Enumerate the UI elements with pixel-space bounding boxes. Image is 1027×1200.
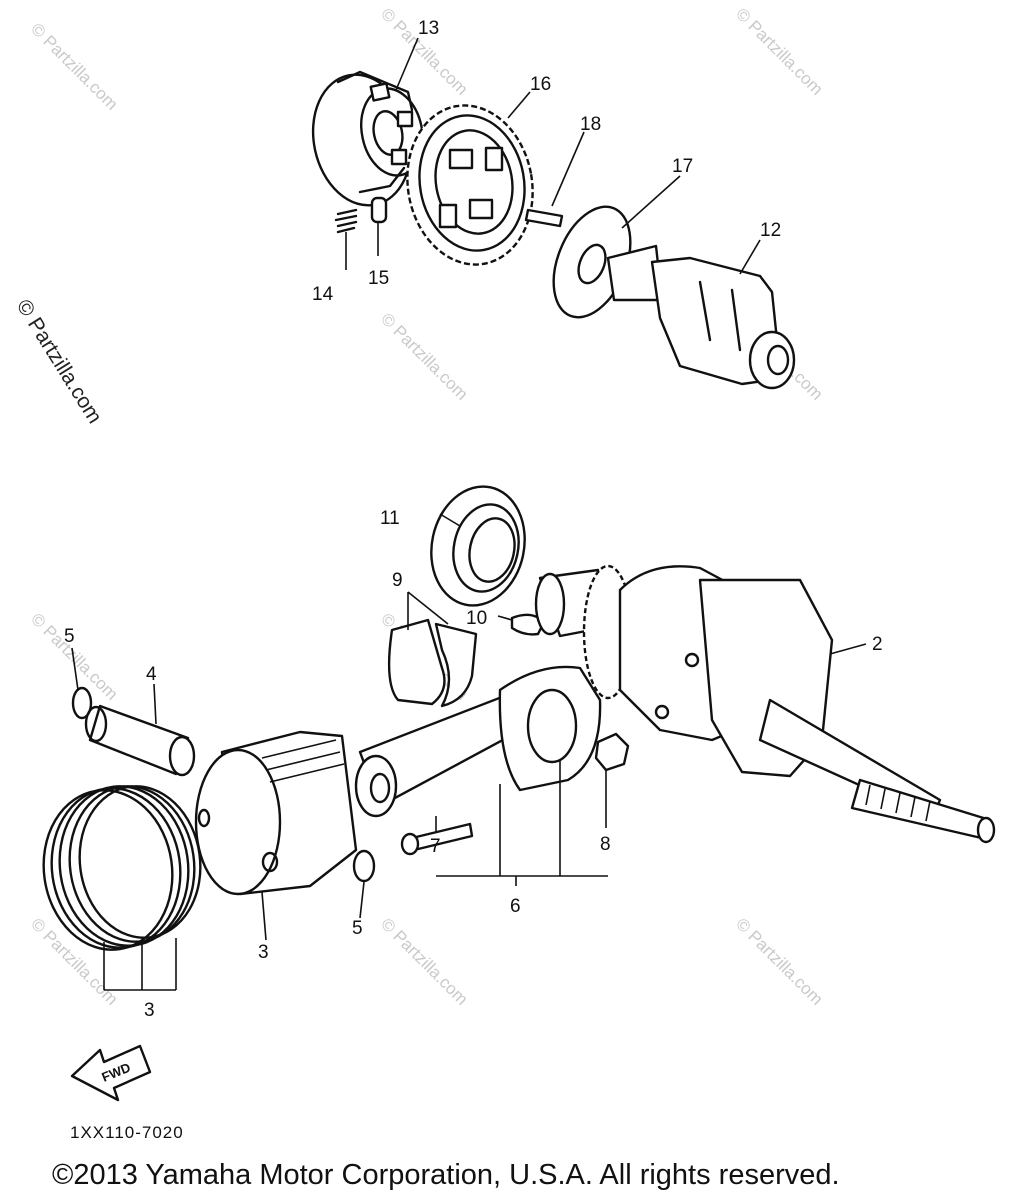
label-6: 6 [510,896,521,917]
label-7: 7 [430,836,441,857]
label-17: 17 [672,156,693,177]
part-2-piston [194,730,358,896]
label-3: 3 [144,1000,155,1021]
part-5-circlip-upper [71,686,93,720]
side-watermark: © Partzilla.com [12,295,106,427]
part-13-hub [311,70,424,207]
label-5-lower: 5 [352,918,363,939]
label-15: 15 [368,268,389,289]
part-12-balancer-shaft [606,244,796,390]
part-1-crankshaft [534,564,996,844]
label-18: 18 [580,114,601,135]
part-14-spring [334,208,358,234]
part-3-piston-rings [42,785,202,951]
part-labels: 13 16 18 17 12 14 15 11 9 10 2 5 4 7 8 6… [64,18,883,1021]
watermark: © Partzilla.com [27,19,121,113]
drawing-code: 1XX110-7020 [70,1123,184,1142]
part-18-pin [524,208,564,228]
label-14: 14 [312,284,334,305]
label-5-upper: 5 [64,626,75,647]
watermark: © Partzilla.com [377,914,471,1008]
label-8: 8 [600,834,611,855]
watermark: © Partzilla.com [27,609,121,703]
part-11-oil-seal [430,485,526,607]
copyright-text: ©2013 Yamaha Motor Corporation, U.S.A. A… [52,1159,840,1191]
part-5-circlip-lower [352,849,376,883]
label-11: 11 [380,508,400,529]
watermark: © Partzilla.com [732,914,826,1008]
part-15-pin [370,196,388,224]
label-1: 2 [872,634,883,655]
part-10-key [510,613,546,636]
label-13: 13 [418,18,439,39]
part-6-connecting-rod [354,665,602,818]
watermark: © Partzilla.com [377,309,471,403]
part-9-bearings [387,618,478,708]
part-16-gear [406,104,534,266]
label-4: 4 [146,664,157,685]
label-16: 16 [530,74,551,95]
forward-arrow-icon: FWD [70,1044,152,1102]
part-7-bolt [400,822,474,856]
label-2: 3 [258,942,269,963]
leader-lines [71,37,867,991]
part-4-piston-pin [84,704,196,777]
watermark: © Partzilla.com [732,4,826,98]
label-12: 12 [760,220,781,241]
part-8-nut [594,732,630,772]
label-10: 10 [466,608,487,629]
label-9: 9 [392,570,403,591]
